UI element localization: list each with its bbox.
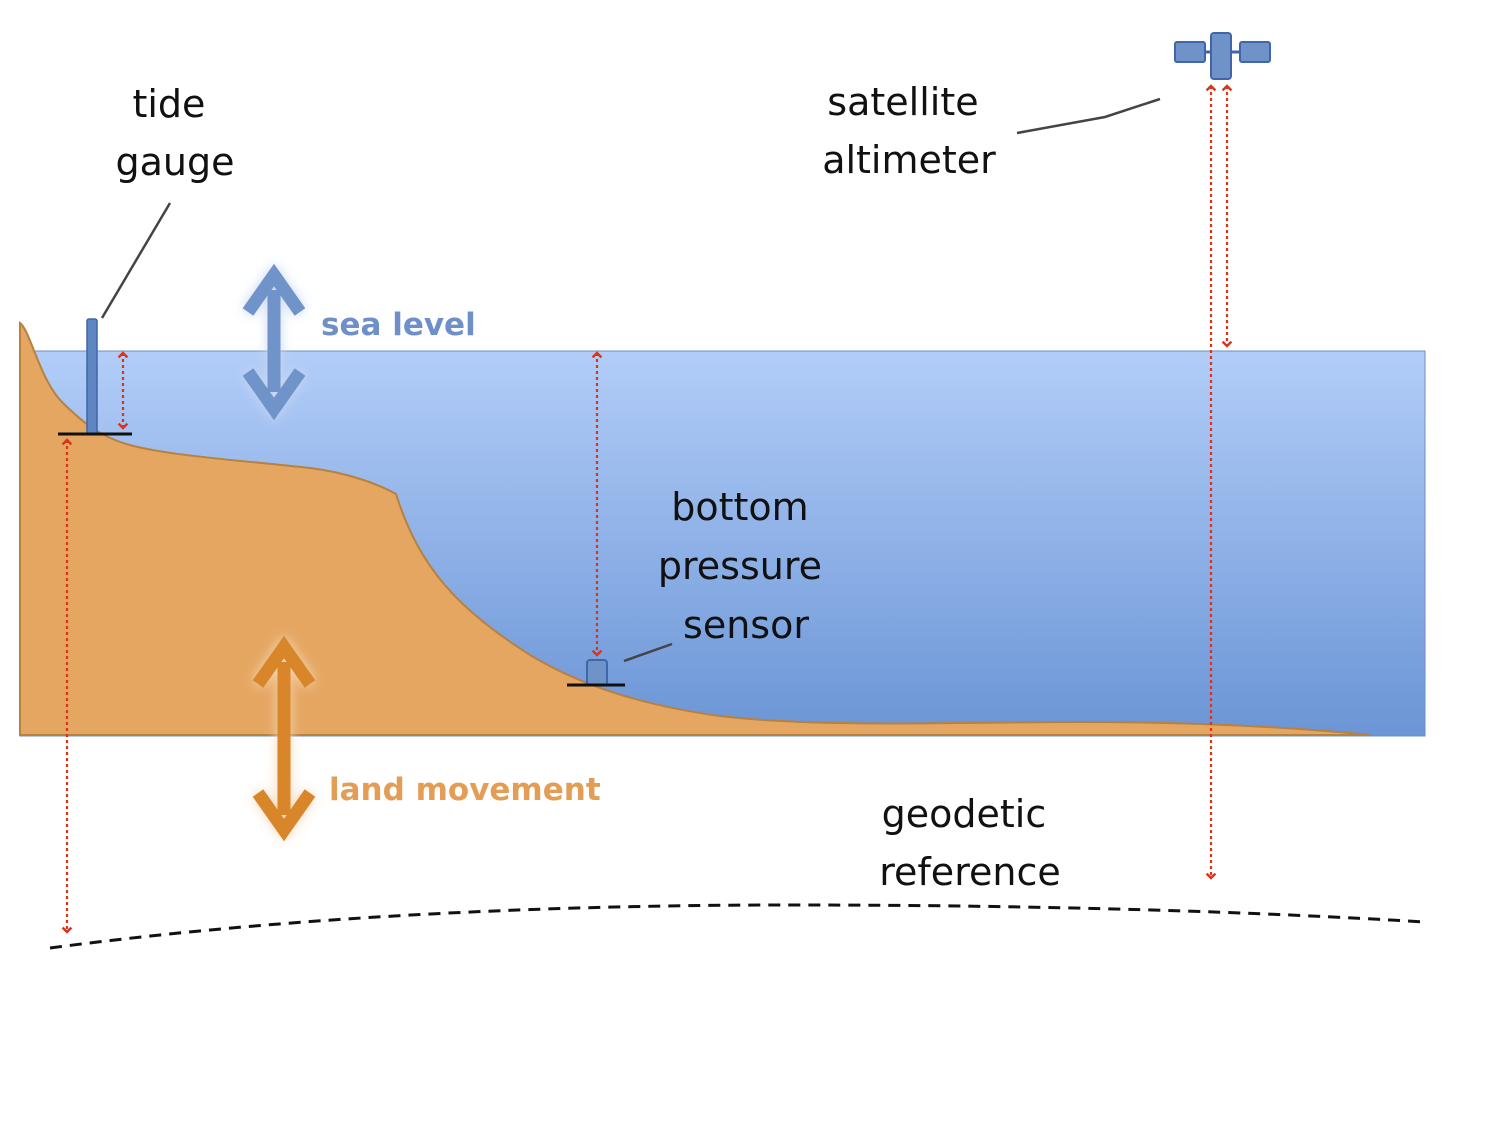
tide-gauge-leader-line <box>100 202 172 319</box>
tide-gauge-label: tide gauge <box>116 82 235 184</box>
land-movement-arrow <box>252 635 316 842</box>
sea-level-label: sea level <box>321 307 476 343</box>
pressure-sensor-leader-line <box>623 642 673 663</box>
bottom-pressure-sensor-label: bottom pressure sensor <box>658 485 834 647</box>
sea-level-arrow <box>242 263 306 421</box>
land-seafloor <box>19 321 1371 736</box>
tide-gauge-pole <box>86 318 98 435</box>
geodetic-reference-line <box>49 903 1426 950</box>
bottom-pressure-sensor-device <box>586 659 608 686</box>
satellite-leader-line <box>1016 97 1161 135</box>
satellite-altimeter-label: satellite altimeter <box>822 80 996 182</box>
geodetic-reference-label: geodetic reference <box>879 792 1060 894</box>
land-movement-label: land movement <box>329 772 601 808</box>
satellite-icon <box>1174 32 1271 80</box>
